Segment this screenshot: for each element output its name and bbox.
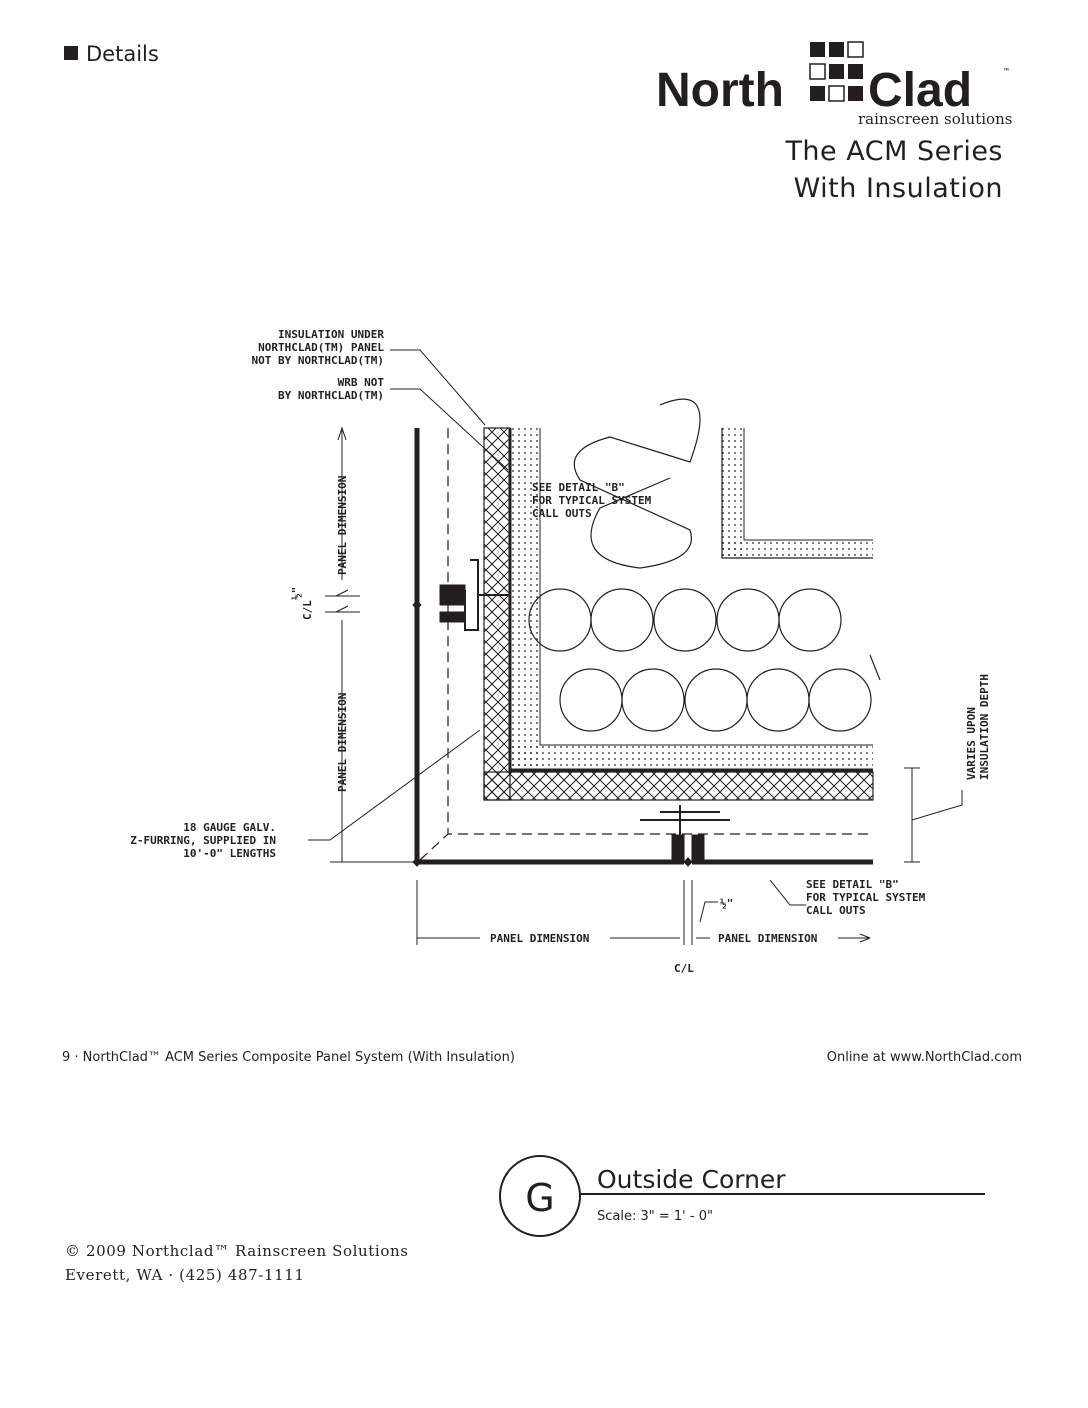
square-bullet-icon bbox=[64, 46, 78, 60]
callout-varies-2: INSULATION DEPTH bbox=[978, 674, 991, 780]
detail-scale: Scale: 3" = 1' - 0" bbox=[597, 1209, 713, 1224]
wall-assembly bbox=[483, 427, 874, 801]
callout-furring-2: Z-FURRING, SUPPLIED IN bbox=[130, 834, 276, 847]
callout-detail-bottom-1: SEE DETAIL "B" bbox=[806, 878, 899, 891]
callout-detail-bottom-2: FOR TYPICAL SYSTEM bbox=[806, 891, 926, 904]
callout-wrb-1: WRB NOT bbox=[338, 376, 385, 389]
detail-name: Outside Corner bbox=[597, 1165, 786, 1194]
section-label-text: Details bbox=[86, 42, 159, 66]
logo-tagline: rainscreen solutions bbox=[858, 110, 1012, 128]
dimension-lines bbox=[308, 349, 963, 945]
logo-clad: Clad bbox=[868, 64, 972, 117]
centerline-left: C/L bbox=[301, 600, 314, 620]
centerline-bottom: C/L bbox=[674, 962, 694, 975]
detail-letter: G bbox=[525, 1176, 554, 1220]
logo-tm: ™ bbox=[1003, 67, 1009, 76]
dim-half-inch-bottom: ½" bbox=[720, 897, 733, 910]
callout-detail-top-3: CALL OUTS bbox=[532, 507, 592, 520]
logo-north: North bbox=[656, 64, 784, 117]
copyright: © 2009 Northclad™ Rainscreen Solutions bbox=[65, 1242, 409, 1260]
callout-varies-1: VARIES UPON bbox=[965, 707, 978, 780]
page-footer-left: 9 · NorthClad™ ACM Series Composite Pane… bbox=[62, 1050, 515, 1065]
callout-detail-bottom-3: CALL OUTS bbox=[806, 904, 866, 917]
batt-insulation bbox=[528, 398, 881, 732]
northclad-logo: North Clad ™ rainscreen solutions bbox=[656, 41, 1012, 128]
dim-panel-bottom-right: PANEL DIMENSION bbox=[718, 932, 817, 945]
logo-grid-icon bbox=[809, 41, 864, 102]
dim-panel-bottom-left: PANEL DIMENSION bbox=[490, 932, 589, 945]
doc-title-line2: With Insulation bbox=[793, 173, 1003, 204]
callout-insulation-2: NORTHCLAD(TM) PANEL bbox=[258, 341, 384, 354]
callout-wrb-2: BY NORTHCLAD(TM) bbox=[278, 389, 384, 402]
callout-furring-1: 18 GAUGE GALV. bbox=[183, 821, 276, 834]
dim-panel-vertical-bottom: PANEL DIMENSION bbox=[336, 693, 349, 792]
doc-title-line1: The ACM Series bbox=[785, 136, 1003, 167]
callout-furring-3: 10'-0" LENGTHS bbox=[183, 847, 276, 860]
callout-detail-top-1: SEE DETAIL "B" bbox=[532, 481, 625, 494]
callout-insulation-1: INSULATION UNDER bbox=[278, 328, 384, 341]
section-label: Details bbox=[64, 42, 159, 66]
address: Everett, WA · (425) 487-1111 bbox=[65, 1266, 305, 1284]
website-link[interactable]: Online at www.NorthClad.com bbox=[826, 1050, 1022, 1065]
dim-panel-vertical-top: PANEL DIMENSION bbox=[336, 476, 349, 575]
detail-tag: G Outside Corner Scale: 3" = 1' - 0" bbox=[499, 1155, 985, 1237]
dim-half-inch-left: ½" bbox=[290, 587, 303, 600]
drawing-callouts: INSULATION UNDER NORTHCLAD(TM) PANEL NOT… bbox=[130, 328, 991, 975]
acm-panels bbox=[412, 428, 873, 867]
callout-insulation-3: NOT BY NORTHCLAD(TM) bbox=[252, 354, 384, 367]
callout-detail-top-2: FOR TYPICAL SYSTEM bbox=[532, 494, 652, 507]
